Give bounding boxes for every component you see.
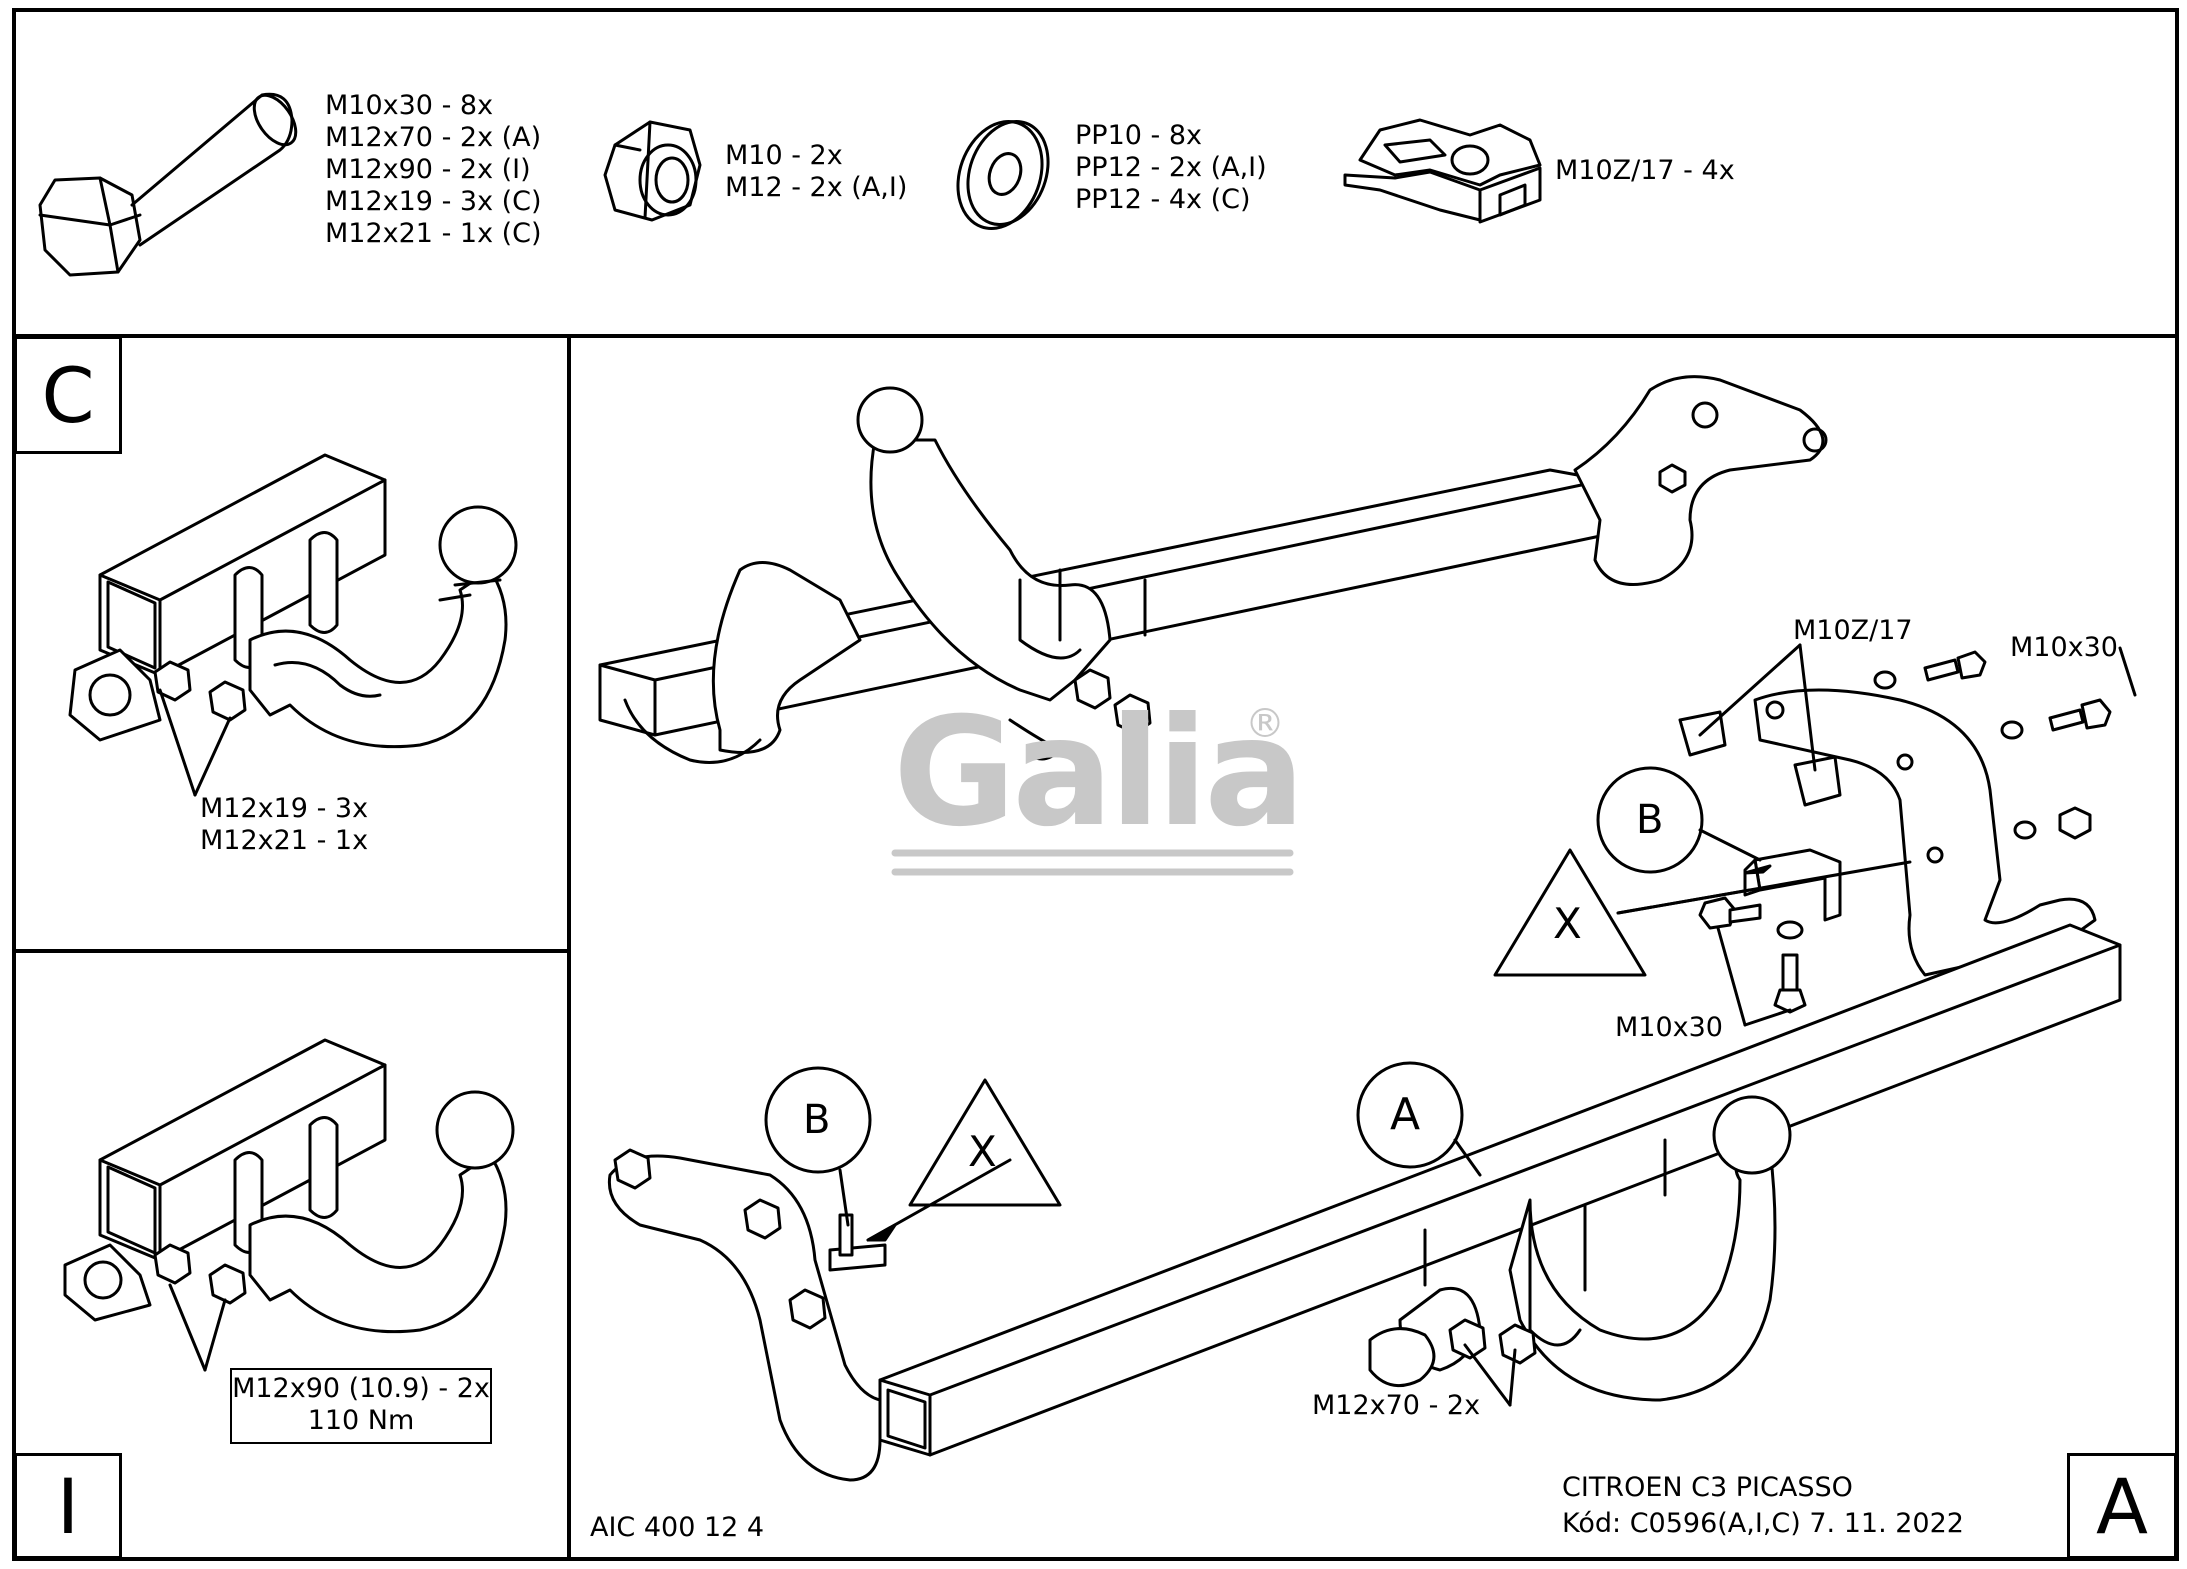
logo-underline	[891, 849, 1294, 876]
brand-registered-mark: ®	[1245, 701, 1285, 747]
washer-list-line: PP12 - 2x (A,I)	[1075, 152, 1267, 183]
bolt-list-line: M12x21 - 1x (C)	[325, 218, 542, 249]
callout-clip-nut: M10Z/17	[1793, 615, 1913, 646]
panel-c-bolt-labels: M12x19 - 3x M12x21 - 1x	[200, 793, 368, 857]
panel-c-bolt-label: M12x19 - 3x	[200, 793, 369, 824]
washer-icon	[956, 120, 1050, 230]
callout-x-right: X	[1553, 899, 1582, 948]
panel-i-torque: 110 Nm	[307, 1405, 415, 1436]
panel-a-drawing	[598, 375, 2137, 1482]
bolt-list-line: M12x90 - 2x (I)	[325, 154, 531, 185]
drawing-code-date: Kód: C0596(A,I,C) 7. 11. 2022	[1562, 1508, 1964, 1539]
clip-nut-list: M10Z/17 - 4x	[1555, 155, 1735, 187]
parts-list-frame	[12, 8, 2179, 338]
nut-icon	[603, 120, 702, 222]
nut-list-line: M10 - 2x	[725, 140, 843, 171]
panel-c-label: C	[14, 336, 122, 454]
panel-i-frame	[12, 949, 571, 1561]
callout-ball-bolts: M12x70 - 2x	[1312, 1390, 1481, 1421]
callout-b-left: B	[803, 1097, 831, 1143]
nut-list: M10 - 2x M12 - 2x (A,I)	[725, 140, 907, 204]
washer-list: PP10 - 8x PP12 - 2x (A,I) PP12 - 4x (C)	[1075, 120, 1267, 216]
callout-bolt-bottom: M10x30	[1615, 1012, 1723, 1043]
bolt-list-line: M12x19 - 3x (C)	[325, 186, 542, 217]
panel-i-drawing	[63, 1038, 515, 1372]
callout-bolt-top: M10x30	[2010, 632, 2118, 663]
bolt-list-line: M12x70 - 2x (A)	[325, 122, 542, 153]
callout-b-right: B	[1636, 797, 1664, 843]
clip-nut-icon	[1343, 118, 1542, 224]
washer-list-line: PP10 - 8x	[1075, 120, 1202, 151]
nut-list-line: M12 - 2x (A,I)	[725, 172, 908, 203]
washer-list-line: PP12 - 4x (C)	[1075, 184, 1251, 215]
bolt-list: M10x30 - 8x M12x70 - 2x (A) M12x90 - 2x …	[325, 90, 542, 250]
panel-i-label: I	[14, 1453, 122, 1559]
panel-c-bolt-label: M12x21 - 1x	[200, 825, 369, 856]
clip-nut-list-line: M10Z/17 - 4x	[1555, 155, 1735, 186]
panel-c-drawing	[68, 453, 518, 797]
bolt-list-line: M10x30 - 8x	[325, 90, 494, 121]
bolt-icon	[38, 92, 298, 277]
panel-i-bolt-spec: M12x90 (10.9) - 2x	[232, 1373, 490, 1404]
product-code: AIC 400 12 4	[590, 1512, 765, 1543]
panel-a-label: A	[2067, 1453, 2177, 1559]
panel-i-bolt-box: M12x90 (10.9) - 2x 110 Nm	[230, 1368, 492, 1444]
callout-a: A	[1390, 1089, 1421, 1140]
callout-x-left: X	[968, 1127, 997, 1176]
vehicle-name: CITROEN C3 PICASSO	[1562, 1472, 1853, 1503]
brand-logo: Galia	[893, 686, 1305, 860]
